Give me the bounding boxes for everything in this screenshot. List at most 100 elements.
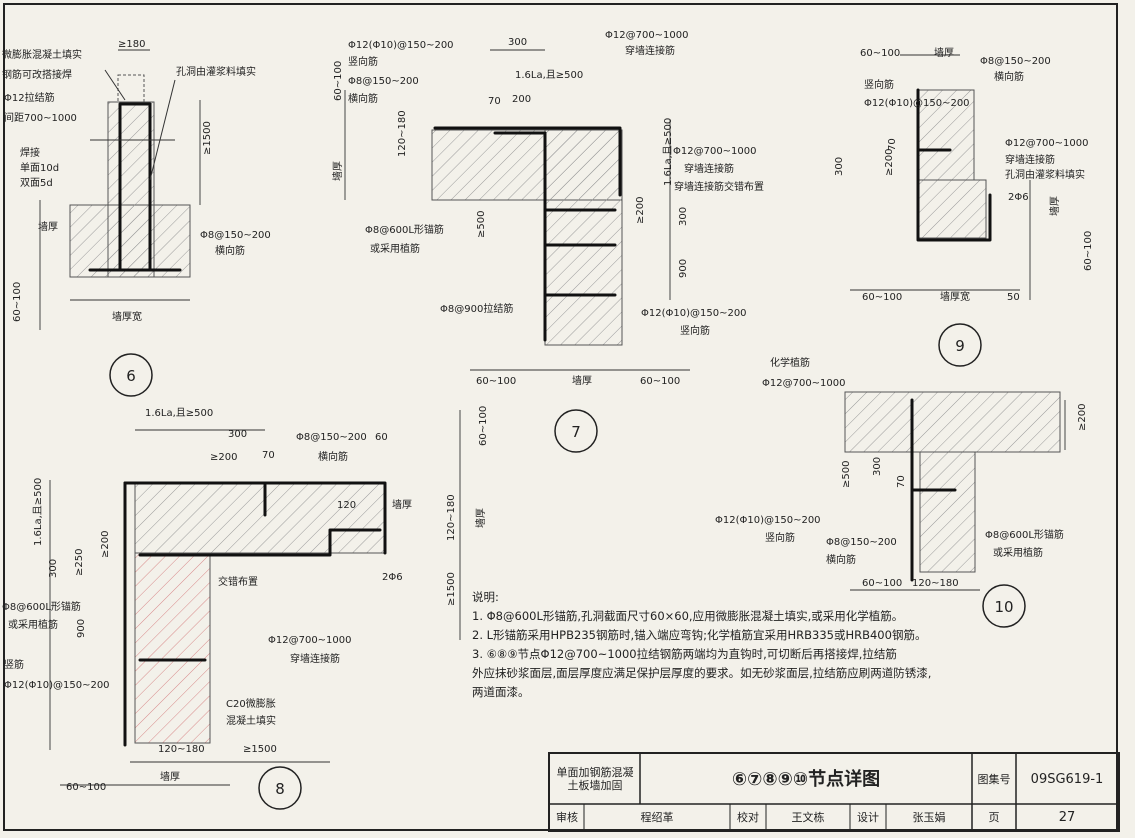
d7-label-18: Φ8@600L形锚筋 — [365, 223, 444, 236]
notes-heading: 说明: — [472, 590, 499, 604]
d8-label-17: 或采用植筋 — [8, 618, 58, 631]
d10-label-8: 竖向筋 — [765, 531, 795, 544]
d6-label-9: 孔洞由灌浆料填实 — [176, 65, 256, 78]
d7-label-4: 横向筋 — [348, 92, 378, 105]
d7-label-21: 300 — [678, 207, 689, 226]
d7-label-7: 穿墙连接筋 — [625, 44, 675, 57]
review-label: 审核 — [556, 810, 578, 824]
d9-label-18: 50 — [1007, 292, 1020, 303]
d9-label-14: 墙厚 — [1048, 196, 1061, 216]
d9-label-12: 300 — [834, 157, 845, 176]
d8-label-2: 300 — [228, 429, 247, 440]
d6-label-1: 微膨胀混凝土填实 — [2, 48, 82, 61]
detail-9: 60~100 墙厚 Φ8@150~200 横向筋 竖向筋 Φ12(Φ10)@15… — [834, 46, 1094, 367]
d7-label-13: 墙厚 — [331, 161, 344, 181]
d7-label-29: 60~100 — [640, 376, 680, 387]
d9-label-8: 穿墙连接筋 — [1005, 153, 1055, 166]
d7-label-11: 60~100 — [333, 61, 344, 101]
d6-label-15: 墙厚宽 — [112, 310, 142, 323]
d10-label-3: ≥200 — [1077, 404, 1088, 431]
d8-label-13: ≥200 — [100, 531, 111, 558]
d9-label-13: 2Φ6 — [1008, 192, 1029, 203]
d7-label-3: Φ8@150~200 — [348, 76, 419, 87]
d8-label-32: ≥1500 — [446, 572, 457, 606]
design-label: 设计 — [857, 810, 879, 824]
d10-label-13: 60~100 — [862, 578, 902, 589]
d9-number: 9 — [955, 337, 965, 355]
designer-name: 张玉娟 — [912, 810, 946, 824]
d10-label-5: 300 — [872, 457, 883, 476]
d8-label-8: 墙厚 — [392, 498, 412, 511]
d6-label-3: Φ12拉结筋 — [4, 91, 55, 104]
atlas-label: 图集号 — [977, 772, 1011, 786]
d7-label-2: 竖向筋 — [348, 55, 378, 68]
d8-label-10: 1.6La,且≥500 — [32, 478, 44, 546]
d8-label-9: 120 — [337, 500, 356, 511]
d8-label-24: 混凝土填实 — [226, 714, 276, 727]
d8-label-18: 900 — [76, 619, 87, 638]
d8-label-12: ≥250 — [74, 549, 85, 576]
d9-label-10: 70 — [887, 138, 898, 151]
d6-label-8: ≥180 — [118, 39, 145, 50]
d7-label-1: Φ12(Φ10)@150~200 — [348, 40, 454, 51]
d7-label-8: 1.6La,且≥500 — [515, 69, 583, 81]
d8-label-6: 70 — [262, 450, 275, 461]
d8-label-16: Φ8@600L形锚筋 — [2, 600, 81, 613]
d6-label-10: ≥1500 — [202, 121, 213, 155]
notes-section: 说明: 1. Φ8@600L形锚筋,孔洞截面尺寸60×60,应用微膨胀混凝土填实… — [472, 588, 1042, 702]
d6-label-4: 间距700~1000 — [4, 111, 77, 124]
d6-label-2: 钢筋可改搭接焊 — [2, 68, 72, 81]
d8-label-25: 120~180 — [158, 744, 205, 755]
d8-label-22: Φ12(Φ10)@150~200 — [4, 680, 110, 691]
d8-number: 8 — [275, 780, 285, 798]
page-number: 27 — [1058, 809, 1076, 825]
d9-label-6: Φ12(Φ10)@150~200 — [864, 98, 970, 109]
d9-label-5: 竖向筋 — [864, 78, 894, 91]
d10-label-6: 70 — [896, 475, 907, 488]
d9-label-7: Φ12@700~1000 — [1005, 138, 1089, 149]
d8-label-26: ≥1500 — [243, 744, 277, 755]
note-3: 3. ⑥⑧⑨节点Φ12@700~1000拉结钢筋两端均为直钩时,可切断后再搭接焊… — [472, 647, 897, 661]
detail-8: 1.6La,且≥500 300 Φ8@150~200 60 ≥200 70 横向… — [2, 406, 489, 810]
d7-number: 7 — [571, 423, 581, 441]
d7-label-5: 300 — [508, 37, 527, 48]
d7-label-25: Φ12(Φ10)@150~200 — [641, 308, 747, 319]
d8-label-5: ≥200 — [210, 452, 237, 463]
d7-label-17: 1.6La,且≥500 — [662, 118, 674, 186]
d7-label-12: 120~180 — [397, 110, 408, 157]
d10-label-11: Φ8@600L形锚筋 — [985, 528, 1064, 541]
d8-label-29: 60~100 — [478, 406, 489, 446]
d7-label-14: Φ12@700~1000 — [673, 146, 757, 157]
d10-label-7: Φ12(Φ10)@150~200 — [715, 515, 821, 526]
d6-label-12: Φ8@150~200 — [200, 230, 271, 241]
d8-label-28: 墙厚 — [160, 770, 180, 783]
d10-label-9: Φ8@150~200 — [826, 537, 897, 548]
page-label: 页 — [988, 810, 1000, 824]
d8-label-7: 横向筋 — [318, 450, 348, 463]
d10-label-14: 120~180 — [912, 578, 959, 589]
d7-label-9: 70 — [488, 96, 501, 107]
d6-label-5: 焊接 — [20, 146, 40, 159]
reviewer-name: 程绍革 — [640, 810, 674, 824]
d9-label-15: 60~100 — [1083, 231, 1094, 271]
d7-label-20: ≥200 — [635, 197, 646, 224]
checker-name: 王文栋 — [791, 810, 825, 824]
d9-label-4: 横向筋 — [994, 70, 1024, 83]
d8-label-4: 60 — [375, 432, 388, 443]
d6-label-6: 单面10d — [20, 162, 59, 174]
d10-label-12: 或采用植筋 — [993, 546, 1043, 559]
title-block-grid — [550, 754, 1118, 830]
d6-label-14: 60~100 — [12, 282, 23, 322]
d7-label-19: 或采用植筋 — [370, 242, 420, 255]
d8-label-15: 2Φ6 — [382, 572, 403, 583]
d9-label-16: 60~100 — [862, 292, 902, 303]
d6-label-7: 双面5d — [20, 177, 53, 189]
d9-label-2: 墙厚 — [934, 46, 954, 59]
d7-label-6: Φ12@700~1000 — [605, 30, 689, 41]
check-label: 校对 — [737, 810, 759, 824]
d9-label-11: ≥200 — [884, 149, 895, 176]
d9-label-1: 60~100 — [860, 48, 900, 59]
detail-10: 化学植筋 Φ12@700~1000 ≥200 ≥500 300 70 Φ12(Φ… — [715, 356, 1088, 628]
